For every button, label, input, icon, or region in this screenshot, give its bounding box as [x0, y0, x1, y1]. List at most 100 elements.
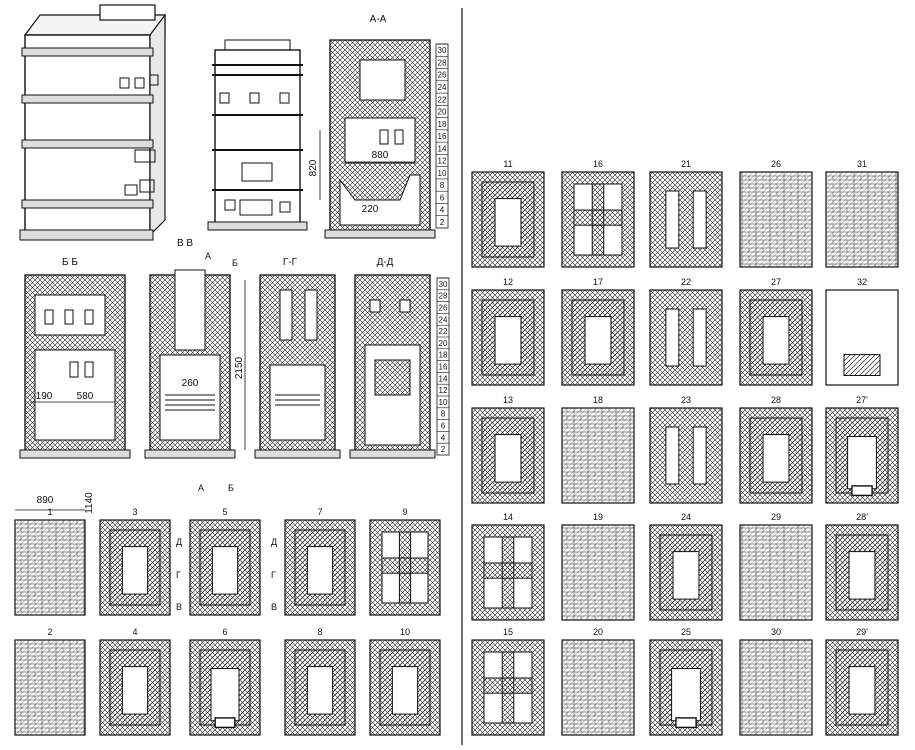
- course-plan-number: 28': [856, 512, 868, 522]
- course-scale-label: 20: [438, 108, 447, 117]
- course-scale-label: 14: [439, 374, 448, 383]
- course-plan-number: 22: [681, 277, 691, 287]
- course-plan-number: 28: [771, 395, 781, 405]
- course-plan: 26: [739, 159, 813, 268]
- course-plan-number: 32: [857, 277, 867, 287]
- course-scale-label: 22: [439, 327, 448, 336]
- course-plan-number: 31: [857, 159, 867, 169]
- section-gg: Г-Г: [254, 257, 341, 459]
- course-scale-label: 28: [438, 58, 447, 67]
- course-scale-label: 4: [440, 206, 445, 215]
- section-bb: Б Б 190 580: [19, 257, 131, 459]
- dim-2150: 2150: [234, 356, 245, 379]
- course-scale-label: 2: [441, 445, 446, 454]
- course-scale-label: 12: [439, 386, 448, 395]
- course-plan-number: 17: [593, 277, 603, 287]
- course-plan: 23: [649, 395, 723, 504]
- course-plan-number: 20: [593, 627, 603, 637]
- section-bb-title: Б Б: [62, 257, 78, 268]
- course-plan: 9: [369, 507, 441, 616]
- course-plan: 1: [14, 507, 86, 616]
- course-plan: 15: [471, 627, 545, 736]
- course-scale-label: 4: [441, 433, 446, 442]
- course-scale-label: 6: [440, 193, 445, 202]
- course-plan: 11: [471, 159, 545, 268]
- dim-820: 820: [308, 159, 319, 176]
- course-scale-label: 16: [439, 362, 448, 371]
- section-dd-title: Д-Д: [377, 257, 394, 268]
- course-plan-number: 15: [503, 627, 513, 637]
- section-gg-title: Г-Г: [283, 257, 298, 268]
- course-plan-number: 27: [771, 277, 781, 287]
- cut-marker-a-top: А: [205, 251, 211, 261]
- cut-marker-b-top: Б: [232, 258, 238, 268]
- course-plan: 2: [14, 627, 86, 736]
- course-plan: 17: [561, 277, 635, 386]
- course-scale-label: 28: [439, 292, 448, 301]
- course-scale-label: 22: [438, 95, 447, 104]
- course-scale-label: 18: [438, 120, 447, 129]
- course-plan: 30: [739, 627, 813, 736]
- course-plan: 10: [369, 627, 441, 736]
- course-plan-number: 13: [503, 395, 513, 405]
- course-plan: 14: [471, 512, 545, 621]
- course-scale-label: 12: [438, 157, 447, 166]
- course-plan: 4: [99, 627, 171, 736]
- course-plan-number: 23: [681, 395, 691, 405]
- course-scale-label: 16: [438, 132, 447, 141]
- course-plan-number: 21: [681, 159, 691, 169]
- cut-marker-v-right: В: [271, 602, 277, 612]
- course-plan-number: 5: [222, 507, 227, 517]
- section-aa: А-А 820 880 220 302826242220181614121086…: [308, 14, 449, 239]
- course-plan: 24: [649, 512, 723, 621]
- course-plan: 5: [189, 507, 261, 616]
- course-plan-number: 25: [681, 627, 691, 637]
- cut-marker-g-left: Г: [176, 570, 181, 580]
- dim-880: 880: [372, 150, 389, 161]
- course-scale-label: 8: [441, 410, 446, 419]
- dim-220: 220: [362, 204, 379, 215]
- course-plan: 32: [825, 277, 899, 386]
- course-plan: 21: [649, 159, 723, 268]
- course-scale-label: 30: [438, 46, 447, 55]
- course-plan: 7: [284, 507, 356, 616]
- course-plan-number: 12: [503, 277, 513, 287]
- course-scale-label: 24: [438, 83, 447, 92]
- course-plan-number: 14: [503, 512, 513, 522]
- course-scale-label: 2: [440, 218, 445, 227]
- course-plan: 16: [561, 159, 635, 268]
- course-plan-number: 6: [222, 627, 227, 637]
- course-plan-number: 26: [771, 159, 781, 169]
- course-plan: 27': [825, 395, 899, 504]
- dim-260: 260: [182, 378, 199, 389]
- cut-marker-d-right: Д: [271, 537, 277, 547]
- course-plan-number: 29': [856, 627, 868, 637]
- course-plan-number: 24: [681, 512, 691, 522]
- course-plan: 8: [284, 627, 356, 736]
- perspective-view: [19, 4, 166, 241]
- section-aa-title: А-А: [370, 14, 387, 25]
- course-plan-number: 8: [317, 627, 322, 637]
- course-plan: 29: [739, 512, 813, 621]
- course-plan: 31: [825, 159, 899, 268]
- dim-190: 190: [36, 391, 53, 402]
- course-scale-label: 14: [438, 144, 447, 153]
- course-plan-number: 29: [771, 512, 781, 522]
- course-plan: 13: [471, 395, 545, 504]
- course-plan: 20: [561, 627, 635, 736]
- course-plan: 3: [99, 507, 171, 616]
- course-plan: 28': [825, 512, 899, 621]
- course-plan: 6: [189, 627, 261, 736]
- course-plan: 28: [739, 395, 813, 504]
- course-plan: 25: [649, 627, 723, 736]
- course-plan-number: 3: [132, 507, 137, 517]
- course-plan: 19: [561, 512, 635, 621]
- course-plan: 18: [561, 395, 635, 504]
- course-scale-label: 20: [439, 339, 448, 348]
